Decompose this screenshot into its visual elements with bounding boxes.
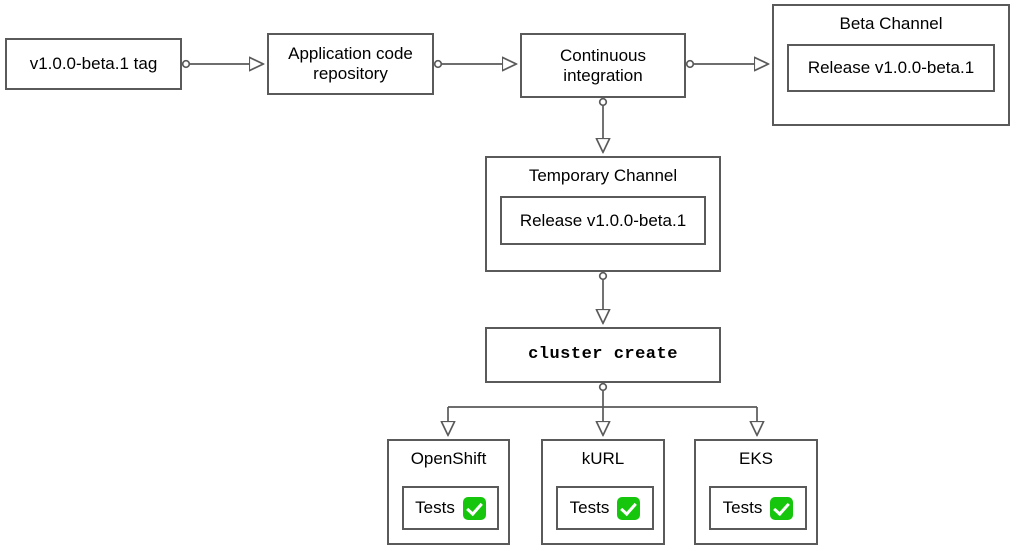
node-temporary-channel-release[interactable]: Release v1.0.0-beta.1 bbox=[500, 196, 706, 245]
edge-tag-to-repo bbox=[181, 61, 263, 68]
kurl-tests-label: Tests bbox=[569, 498, 610, 517]
node-application-code-repository-label: Application code repository bbox=[288, 44, 413, 83]
container-temporary-channel[interactable]: Temporary Channel Release v1.0.0-beta.1 bbox=[485, 156, 721, 272]
node-cluster-create-label: cluster create bbox=[528, 345, 678, 365]
container-target-openshift[interactable]: OpenShift Tests bbox=[387, 439, 510, 545]
edge-ci-to-beta-channel bbox=[685, 61, 768, 68]
container-target-eks[interactable]: EKS Tests bbox=[694, 439, 818, 545]
edge-ci-to-temporary-channel bbox=[600, 97, 607, 152]
container-beta-channel-title: Beta Channel bbox=[839, 14, 943, 33]
node-beta-channel-release[interactable]: Release v1.0.0-beta.1 bbox=[787, 44, 995, 92]
eks-tests-label: Tests bbox=[722, 498, 763, 517]
node-continuous-integration[interactable]: Continuous integration bbox=[520, 33, 686, 98]
kurl-tests-row: Tests bbox=[569, 496, 641, 520]
edge-repo-to-ci bbox=[433, 61, 516, 68]
container-target-openshift-title: OpenShift bbox=[410, 449, 487, 468]
node-continuous-integration-label: Continuous integration bbox=[559, 45, 646, 85]
node-kurl-tests[interactable]: Tests bbox=[556, 486, 654, 530]
container-target-eks-title: EKS bbox=[738, 449, 774, 468]
edge-temporary-channel-to-cluster-create bbox=[600, 271, 607, 323]
container-temporary-channel-title: Temporary Channel bbox=[528, 166, 678, 185]
node-temporary-channel-release-label: Release v1.0.0-beta.1 bbox=[519, 210, 687, 230]
container-beta-channel[interactable]: Beta Channel Release v1.0.0-beta.1 bbox=[772, 4, 1010, 126]
green-check-icon bbox=[617, 496, 641, 520]
green-check-icon bbox=[770, 496, 794, 520]
node-version-tag-label: v1.0.0-beta.1 tag bbox=[29, 54, 158, 74]
node-application-code-repository[interactable]: Application code repository bbox=[267, 33, 434, 95]
edge-cluster-create-to-targets bbox=[448, 382, 757, 435]
node-beta-channel-release-label: Release v1.0.0-beta.1 bbox=[807, 58, 975, 77]
node-openshift-tests[interactable]: Tests bbox=[402, 486, 499, 530]
node-eks-tests[interactable]: Tests bbox=[709, 486, 807, 530]
openshift-tests-row: Tests bbox=[415, 496, 486, 520]
eks-tests-row: Tests bbox=[722, 496, 794, 520]
openshift-tests-label: Tests bbox=[415, 498, 455, 517]
node-version-tag[interactable]: v1.0.0-beta.1 tag bbox=[5, 38, 182, 90]
node-cluster-create[interactable]: cluster create bbox=[485, 327, 721, 383]
container-target-kurl-title: kURL bbox=[581, 449, 625, 468]
green-check-icon bbox=[462, 496, 486, 520]
container-target-kurl[interactable]: kURL Tests bbox=[541, 439, 665, 545]
